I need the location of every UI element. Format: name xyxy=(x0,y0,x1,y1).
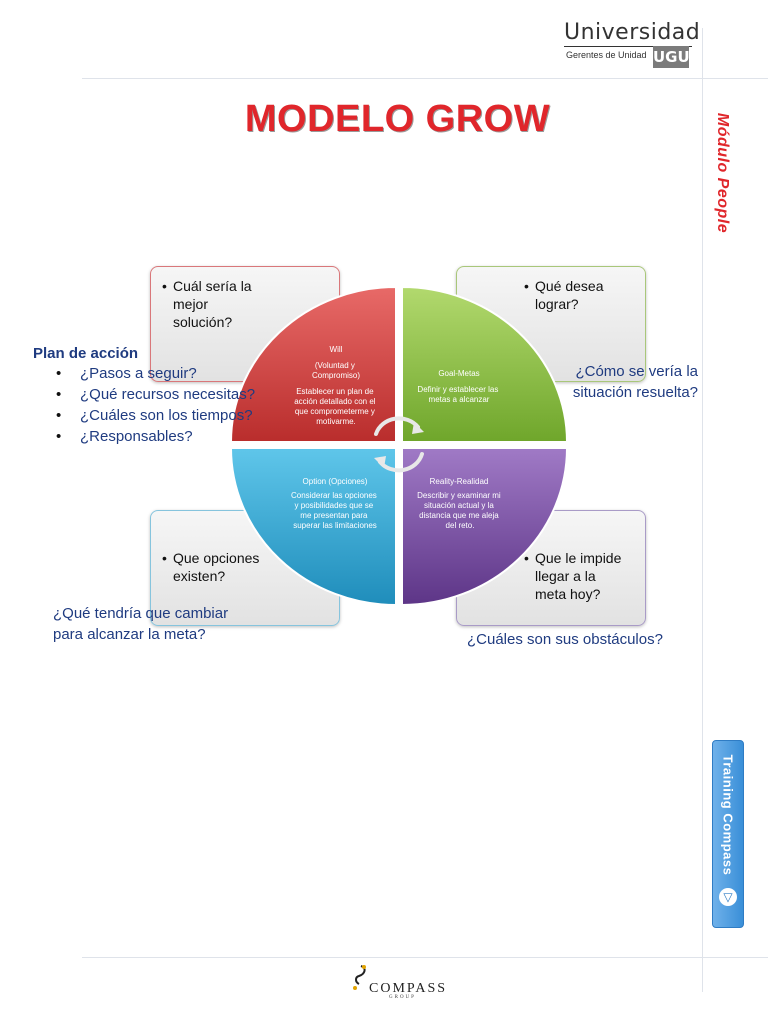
cycle-arrows-icon xyxy=(374,416,424,473)
compass-icon: ▽ xyxy=(719,888,737,906)
reality-body: Describir y examinar mi situación actual… xyxy=(417,491,503,530)
compass-logo-icon xyxy=(353,965,366,990)
reality-quadrant xyxy=(401,447,569,607)
compass-logo-text: COMPASS xyxy=(369,981,448,996)
goal-question: ¿Cómo se vería la situación resuelta? xyxy=(560,361,698,403)
footer-divider xyxy=(82,957,768,958)
header-divider xyxy=(82,78,768,79)
plan-list: • ¿Pasos a seguir? • ¿Qué recursos necesit… xyxy=(56,363,255,447)
will-subtitle-line2: Compromiso) xyxy=(312,371,360,380)
callout-top-right-text: Qué desea lograr? xyxy=(535,278,604,312)
option-title: Option (Opciones) xyxy=(303,477,368,486)
plan-item-text: ¿Qué recursos necesitas? xyxy=(80,386,256,403)
grow-diagram: Will (Voluntad y Compromiso) Establecer … xyxy=(229,285,569,607)
goal-question-line1: ¿Cómo se vería la xyxy=(575,363,698,380)
bullet-icon: • xyxy=(56,386,62,403)
plan-item: • ¿Qué recursos necesitas? xyxy=(56,384,255,405)
option-body: Considerar las opciones y posibilidades … xyxy=(291,491,379,530)
goal-question-line2: situación resuelta? xyxy=(572,384,698,401)
bullet-icon: • xyxy=(56,407,62,424)
reality-title: Reality-Realidad xyxy=(430,477,489,486)
will-body: Establecer un plan de acción detallado c… xyxy=(294,387,378,426)
options-question: ¿Qué tendría que cambiar para alcanzar l… xyxy=(53,603,228,645)
training-compass-label: Training Compass xyxy=(720,754,736,876)
goal-title: Goal-Metas xyxy=(438,369,479,378)
plan-title: Plan de acción xyxy=(33,345,139,362)
side-divider xyxy=(702,28,703,992)
bullet-icon: • xyxy=(162,550,167,566)
will-title: Will xyxy=(330,345,343,354)
ugu-logo-badge: UGU xyxy=(653,46,690,68)
callout-bottom-right-text: Que le impide llegar a la meta hoy? xyxy=(535,550,622,602)
bullet-icon: • xyxy=(162,278,167,294)
option-quadrant xyxy=(229,447,397,607)
callout-top-left-text: Cuál sería la mejor solución? xyxy=(173,278,252,330)
side-module-title: Módulo People xyxy=(700,113,744,233)
will-quadrant xyxy=(229,285,397,443)
bullet-icon: • xyxy=(524,550,529,566)
university-logo-title: Universidad xyxy=(564,20,701,45)
logo-underline xyxy=(564,46,692,47)
will-subtitle: (Voluntad y Compromiso) xyxy=(312,361,360,380)
goal-body: Definir y establecer las metas a alcanza… xyxy=(417,385,500,404)
plan-item-text: ¿Cuáles son los tiempos? xyxy=(80,407,253,424)
university-logo-subtitle: Gerentes de Unidad xyxy=(566,50,647,60)
will-subtitle-line1: (Voluntad y xyxy=(315,361,355,370)
side-module-title-text: Módulo People xyxy=(714,112,731,234)
callout-bottom-left-text: Que opciones existen? xyxy=(173,550,260,584)
training-compass-tab: Training Compass ▽ xyxy=(712,740,744,928)
page-title: MODELO GROW xyxy=(244,98,551,140)
bullet-icon: • xyxy=(56,428,62,445)
options-question-line1: ¿Qué tendría que cambiar xyxy=(53,605,229,622)
obstacles-question: ¿Cuáles son sus obstáculos? xyxy=(467,631,663,648)
plan-item: • ¿Pasos a seguir? xyxy=(56,363,255,384)
goal-quadrant xyxy=(401,285,569,443)
compass-logo-subtext: GROUP xyxy=(389,995,416,1000)
bullet-icon: • xyxy=(56,365,62,382)
plan-item: • ¿Cuáles son los tiempos? xyxy=(56,405,255,426)
options-question-line2: para alcanzar la meta? xyxy=(53,626,206,643)
bullet-icon: • xyxy=(524,278,529,294)
plan-item-text: ¿Responsables? xyxy=(80,428,193,445)
plan-item-text: ¿Pasos a seguir? xyxy=(80,365,197,382)
plan-item: • ¿Responsables? xyxy=(56,426,255,447)
